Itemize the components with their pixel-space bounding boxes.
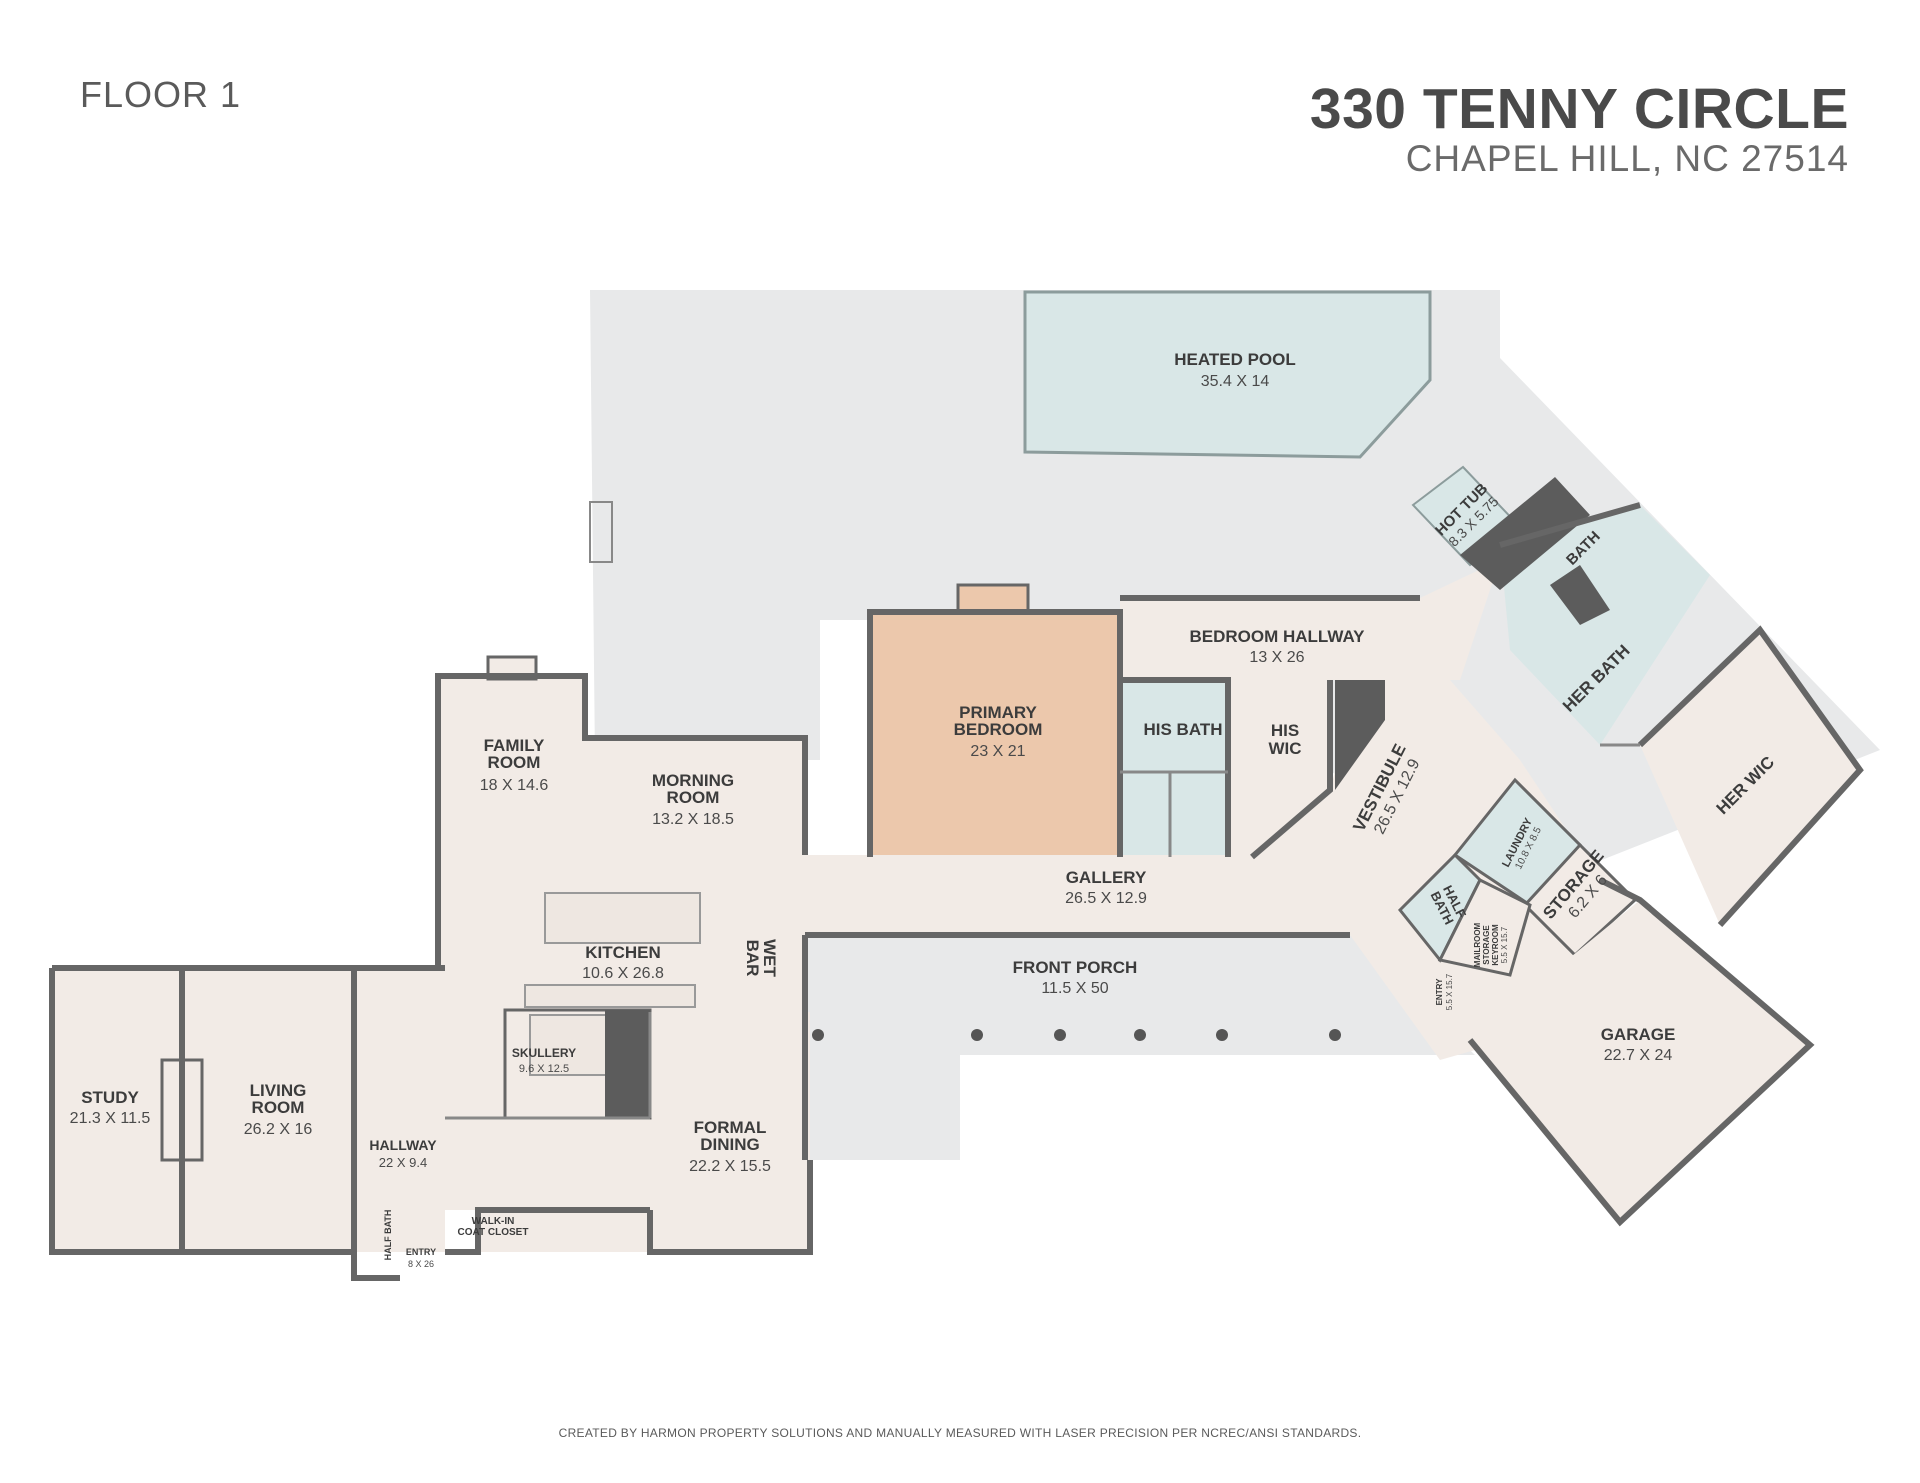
label-hallway: HALLWAY xyxy=(369,1137,437,1153)
dim-bedroom-hallway: 13 X 26 xyxy=(1249,649,1304,666)
porch-column xyxy=(1216,1029,1228,1041)
dim-garage: 22.7 X 24 xyxy=(1604,1047,1673,1064)
dim-morning-room: 13.2 X 18.5 xyxy=(652,811,734,828)
dim-heated-pool: 35.4 X 14 xyxy=(1201,373,1270,390)
porch-column xyxy=(1054,1029,1066,1041)
shaft-his-wic xyxy=(1335,680,1385,790)
dim-family-room: 18 X 14.6 xyxy=(480,777,549,794)
label-walkin-closet-1: WALK-IN xyxy=(472,1216,515,1227)
label-living-room-1: LIVING xyxy=(250,1081,307,1100)
dim-formal-dining: 22.2 X 15.5 xyxy=(689,1158,771,1175)
living-room-floor xyxy=(182,968,354,1252)
floor-label: FLOOR 1 xyxy=(80,74,242,115)
label-bedroom-hallway: BEDROOM HALLWAY xyxy=(1189,627,1365,646)
label-his-bath: HIS BATH xyxy=(1143,720,1222,739)
label-wet-bar-1: WET xyxy=(760,939,779,977)
footer-credit: CREATED BY HARMON PROPERTY SOLUTIONS AND… xyxy=(558,1426,1362,1440)
label-gallery: GALLERY xyxy=(1066,868,1147,887)
label-primary-bedroom-1: PRIMARY xyxy=(959,703,1037,722)
label-his-wic-1: HIS xyxy=(1271,721,1299,740)
label-wet-bar-2: BAR xyxy=(743,940,762,977)
dim-hallway: 22 X 9.4 xyxy=(379,1155,427,1170)
primary-bedroom-floor xyxy=(870,612,1120,857)
grill-pad xyxy=(589,501,613,563)
gallery-floor xyxy=(805,680,1600,1060)
dim-gallery: 26.5 X 12.9 xyxy=(1065,890,1147,907)
dim-primary-bedroom: 23 X 21 xyxy=(970,743,1025,760)
formal-dining-floor xyxy=(650,1012,810,1250)
dim-mailroom: 5.5 X 15.7 xyxy=(1500,926,1509,963)
label-front-porch: FRONT PORCH xyxy=(1013,958,1138,977)
chimney-stack xyxy=(605,1010,650,1118)
label-formal-dining-2: DINING xyxy=(700,1135,760,1154)
fireplace-primary xyxy=(956,583,1030,615)
front-porch-area xyxy=(805,935,1475,1160)
chimney-right xyxy=(1460,477,1590,590)
label-family-room-2: ROOM xyxy=(488,753,541,772)
label-family-room-1: FAMILY xyxy=(484,736,545,755)
label-half-bath-left: HALF BATH xyxy=(383,1210,393,1261)
label-walkin-closet-2: COAT CLOSET xyxy=(458,1227,529,1238)
label-morning-room-1: MORNING xyxy=(652,771,734,790)
heated-pool xyxy=(1023,290,1432,459)
label-morning-room-2: ROOM xyxy=(667,788,720,807)
dim-kitchen: 10.6 X 26.8 xyxy=(582,965,664,982)
label-heated-pool: HEATED POOL xyxy=(1174,350,1296,369)
label-mailroom-1: MAILROOM xyxy=(1473,922,1482,967)
label-mailroom-3: KEYROOM xyxy=(1491,924,1500,966)
dim-skullery: 9.6 X 12.5 xyxy=(519,1063,569,1075)
hallway-floor xyxy=(354,968,650,1252)
his-bath-floor xyxy=(1120,680,1228,857)
kitchen-counter xyxy=(524,984,696,1008)
label-primary-bedroom-2: BEDROOM xyxy=(954,720,1043,739)
label-study: STUDY xyxy=(81,1088,139,1107)
label-formal-dining-1: FORMAL xyxy=(694,1118,767,1137)
dim-study: 21.3 X 11.5 xyxy=(70,1110,151,1127)
skullery-counter xyxy=(529,1014,611,1076)
walls xyxy=(49,502,1864,1281)
property-address: 330 TENNY CIRCLE xyxy=(1309,77,1849,141)
shaft-her-bath xyxy=(1550,565,1610,625)
kitchen-island xyxy=(544,892,701,944)
label-entry-left: ENTRY xyxy=(406,1247,436,1257)
label-his-wic-2: WIC xyxy=(1268,739,1301,758)
interior-walls xyxy=(445,743,1640,1120)
porch-column xyxy=(812,1029,824,1041)
label-mailroom-2: STORAGE xyxy=(1482,925,1491,965)
label-garage: GARAGE xyxy=(1601,1025,1676,1044)
porch-columns xyxy=(812,1029,1341,1041)
bedroom-hallway-floor xyxy=(1120,560,1500,680)
dim-entry-left: 8 X 26 xyxy=(408,1259,434,1269)
label-skullery: SKULLERY xyxy=(512,1046,576,1060)
label-entry-right: ENTRY xyxy=(1435,978,1444,1005)
her-bath-floor xyxy=(1500,505,1710,745)
porch-column xyxy=(1329,1029,1341,1041)
label-kitchen: KITCHEN xyxy=(585,943,661,962)
her-wic-floor xyxy=(1640,630,1860,925)
label-living-room-2: ROOM xyxy=(252,1098,305,1117)
mailroom-floor xyxy=(1437,877,1532,977)
study-floor xyxy=(52,968,182,1252)
porch-column xyxy=(971,1029,983,1041)
his-wic-floor xyxy=(1228,680,1330,857)
porch-column xyxy=(1134,1029,1146,1041)
dim-living-room: 26.2 X 16 xyxy=(244,1121,313,1138)
dim-front-porch: 11.5 X 50 xyxy=(1041,980,1108,997)
dim-entry-right: 5.5 X 15.7 xyxy=(1445,973,1454,1010)
property-city: CHAPEL HILL, NC 27514 xyxy=(1405,138,1849,179)
